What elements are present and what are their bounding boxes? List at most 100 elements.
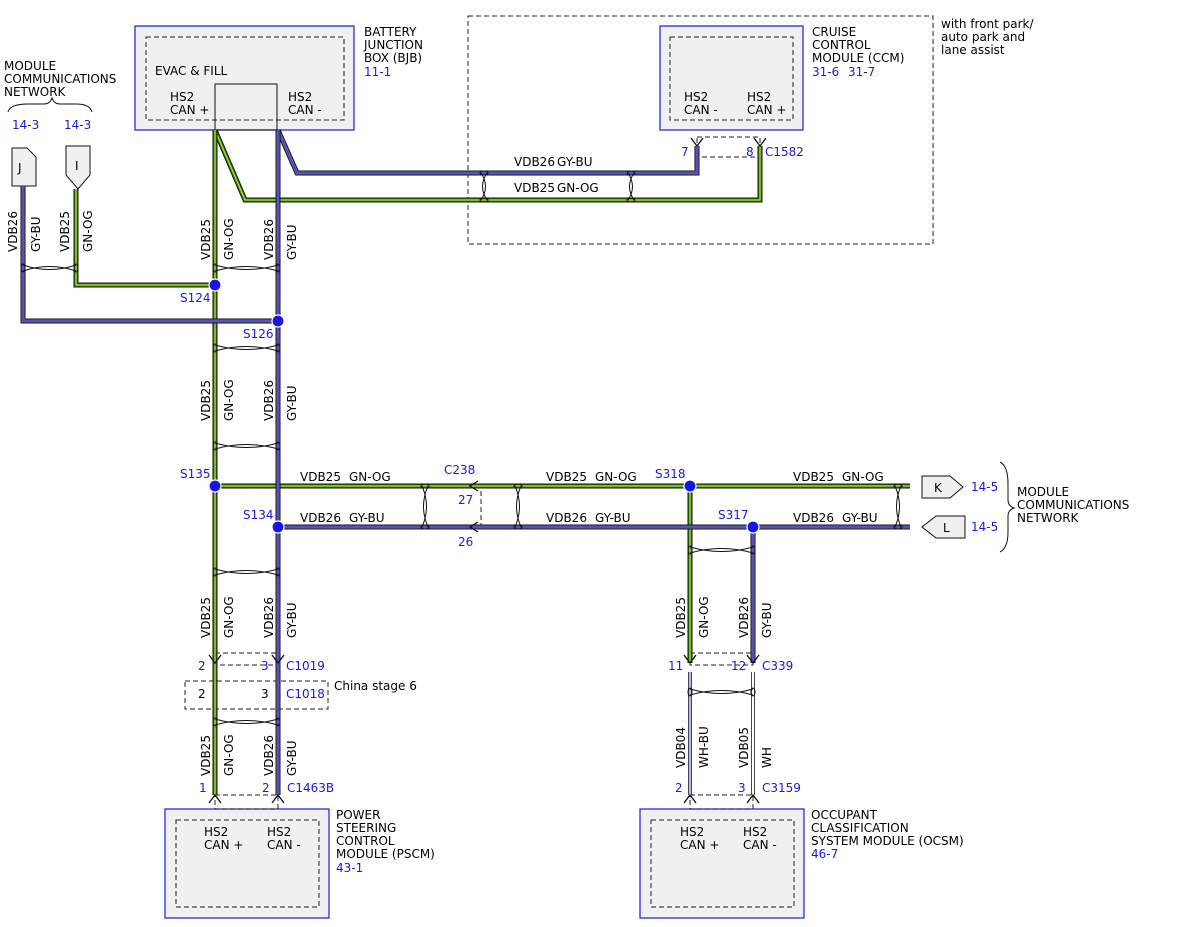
c1019-pin2: 2	[198, 659, 206, 673]
network-right-brace	[999, 461, 1016, 553]
vlabel-t2-vdb25: VDB25	[199, 380, 213, 421]
offpage-connector-k	[921, 475, 964, 499]
splice-s318	[683, 479, 697, 493]
connector-arrows	[208, 137, 767, 804]
c238-name: C238	[444, 463, 475, 477]
c1463b-name: C1463B	[287, 781, 334, 795]
vlabel-t2-gn-og: GN-OG	[222, 379, 236, 421]
twist-h-3	[893, 483, 903, 530]
ccm-name-line2: CONTROL	[812, 38, 871, 52]
c1582-pin8: 8	[746, 145, 754, 159]
offpage-i-label: I	[75, 159, 79, 173]
network-left-line2: COMMUNICATIONS	[4, 72, 116, 86]
pscm-pin2-label-l1: HS2	[267, 825, 291, 839]
ccm-ref2: 31-7	[848, 65, 875, 79]
wire-layer	[20, 128, 910, 795]
splice-s135-label: S135	[180, 467, 211, 481]
network-left-line1: MODULE	[4, 59, 56, 73]
offpage-connector-l	[921, 515, 966, 539]
twist-trunk-4	[212, 567, 281, 577]
ccm-pin1-label-l2: CAN -	[684, 103, 718, 117]
vlabel-o1-vdb26: VDB26	[737, 597, 751, 638]
splice-s124	[208, 278, 222, 292]
c1463b-pin1: 1	[199, 781, 207, 795]
ocsm-name-line1: OCCUPANT	[811, 808, 878, 822]
label-h6-vdb26: VDB26	[793, 511, 834, 525]
label-h1-gn-og: GN-OG	[349, 470, 391, 484]
offpage-connector-j	[11, 147, 37, 187]
vlabel-o1-gy-bu: GY-BU	[760, 602, 774, 638]
c339-pin12: 12	[731, 659, 746, 673]
wire-vdb26-j-drop	[20, 186, 278, 324]
ocsm-name-line2: CLASSIFICATION	[811, 821, 909, 835]
c1019-name: C1019	[286, 659, 325, 673]
vlabel-t3-gn-og: GN-OG	[222, 596, 236, 638]
c238-pin27: 27	[458, 493, 473, 507]
vlabel-t1-gy-bu: GY-BU	[285, 224, 299, 260]
network-left-line3: NETWORK	[4, 85, 67, 99]
c3159-pin2: 2	[675, 781, 683, 795]
c1463b-pin2: 2	[262, 781, 270, 795]
vlabel-t4-vdb26: VDB26	[262, 735, 276, 776]
vlabel-t4-gn-og: GN-OG	[222, 734, 236, 776]
c3159-name: C3159	[762, 781, 801, 795]
twist-trunk-1	[212, 263, 281, 273]
bjb-name-line2: JUNCTION	[363, 38, 423, 52]
c238-pin26: 26	[458, 535, 473, 549]
label-h2-vdb26: VDB26	[300, 511, 341, 525]
ocsm-pin1-label-l1: HS2	[680, 825, 704, 839]
ocsm-pin1-label-l2: CAN +	[680, 838, 719, 852]
splice-s317	[746, 520, 760, 534]
offpage-ref-l: 14-5	[971, 520, 998, 534]
network-right-line1: MODULE	[1017, 485, 1069, 499]
label-h2-gy-bu: GY-BU	[349, 511, 385, 525]
network-left-brace	[7, 96, 93, 113]
splice-s126	[271, 314, 285, 328]
bjb-pin1-label-l1: HS2	[170, 90, 194, 104]
offpage-k-label: K	[934, 481, 943, 495]
c1018-note: China stage 6	[334, 679, 417, 693]
ocsm-pin2-label-l1: HS2	[743, 825, 767, 839]
label-ccm-vdb26: VDB26	[514, 155, 555, 169]
splice-s134	[271, 520, 285, 534]
ccm-name-line3: MODULE (CCM)	[812, 51, 904, 65]
pscm-name-line1: POWER	[336, 808, 380, 822]
network-right-line3: NETWORK	[1017, 511, 1080, 525]
vlabel-t2-vdb26: VDB26	[262, 380, 276, 421]
pscm-pin2-label-l2: CAN -	[267, 838, 301, 852]
label-h6-gy-bu: GY-BU	[842, 511, 878, 525]
bjb-pin2-label-l1: HS2	[288, 90, 312, 104]
label-h3-gn-og: GN-OG	[595, 470, 637, 484]
label-ccm-gn-og: GN-OG	[557, 181, 599, 195]
vlabel-o1-gn-og: GN-OG	[697, 596, 711, 638]
pscm-name-line2: STEERING	[336, 821, 396, 835]
option-note-line1: with front park/	[941, 17, 1034, 31]
vlabel-t3-vdb26: VDB26	[262, 597, 276, 638]
c339-name: C339	[762, 659, 793, 673]
bjb-ref: 11-1	[364, 65, 391, 79]
vlabel-t4-vdb25: VDB25	[199, 735, 213, 776]
pscm-pin1-label-l2: CAN +	[204, 838, 243, 852]
c339-pin11: 11	[668, 659, 683, 673]
ccm-name-line1: CRUISE	[812, 25, 856, 39]
ccm-pin2-label-l2: CAN +	[747, 103, 786, 117]
ccm-pin1-label-l1: HS2	[684, 90, 708, 104]
pscm-ref: 43-1	[336, 861, 363, 875]
splice-s135	[208, 479, 222, 493]
splice-s134-label: S134	[243, 508, 274, 522]
vlabel-o2-wh-bu: WH-BU	[697, 726, 711, 768]
bjb-name-line3: BOX (BJB)	[364, 51, 422, 65]
vlabel-j-vdb26: VDB26	[6, 211, 20, 252]
twist-ccm-2	[626, 170, 636, 203]
splice-s317-label: S317	[718, 508, 749, 522]
vlabel-j-gy-bu: GY-BU	[29, 216, 43, 252]
twist-h-1	[420, 483, 430, 530]
bjb-module: EVAC & FILL HS2 CAN + HS2 CAN -	[134, 25, 355, 131]
vlabel-t2-gy-bu: GY-BU	[285, 385, 299, 421]
offpage-connector-i	[65, 145, 91, 190]
ocsm-name-line3: SYSTEM MODULE (OCSM)	[811, 834, 964, 848]
option-note-line3: lane assist	[941, 43, 1005, 57]
twist-trunk-3	[212, 441, 281, 451]
c1582-name: C1582	[765, 145, 804, 159]
